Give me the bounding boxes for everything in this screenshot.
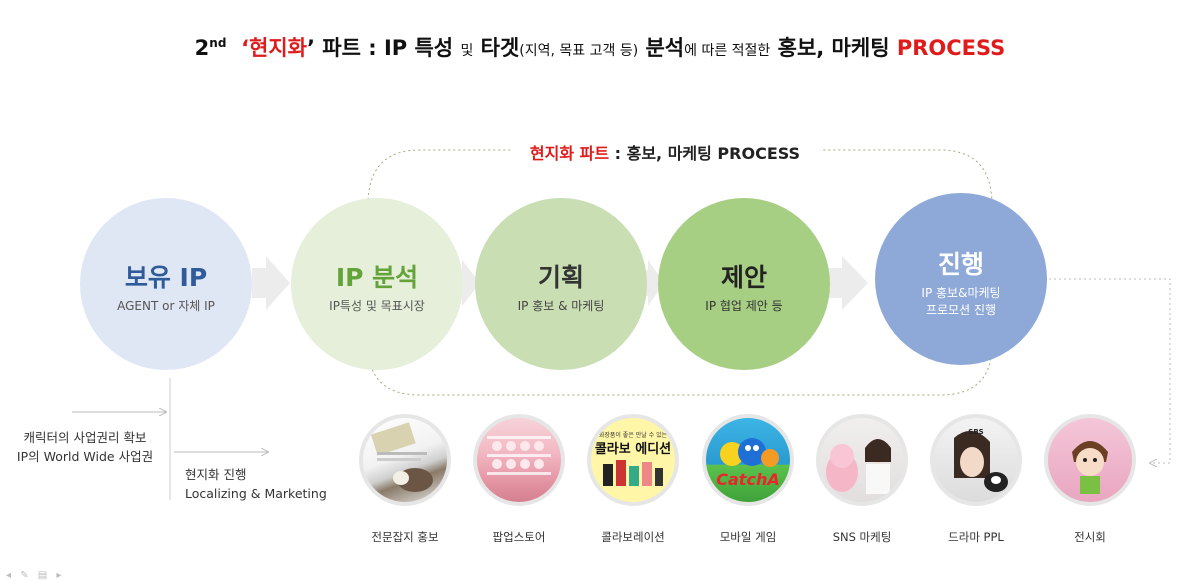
step-execution: 진행 IP 홍보&마케팅 프로모션 진행: [875, 193, 1047, 365]
photo-label: 드라마 PPL: [948, 530, 1004, 544]
step-title: 진행: [937, 250, 984, 279]
drama-ppl-photo: SBS: [930, 414, 1022, 506]
step-planning: 기획 IP 홍보 & 마케팅: [475, 198, 647, 370]
arrow-1: [252, 256, 290, 310]
collaboration-photo: 화장품이 좋은 만날 수 있는 콜라보 에디션: [587, 414, 679, 506]
title-highlight: 현지화: [249, 36, 308, 60]
photo-label: 전시회: [1074, 530, 1106, 544]
localizing-note: 현지화 진행 Localizing & Marketing: [185, 467, 327, 501]
step-owned-ip: 보유 IP AGENT or 자체 IP: [80, 198, 252, 370]
step-ip-analysis: IP 분석 IP특성 및 목표시장: [291, 198, 463, 370]
step-subtitle: AGENT or 자체 IP: [117, 299, 215, 313]
sns-marketing-photo: [816, 414, 908, 506]
photo-label: SNS 마케팅: [832, 530, 892, 544]
step-subtitle: IP 홍보 & 마케팅: [517, 299, 605, 313]
title-process: PROCESS: [896, 36, 1006, 60]
photo-label: 콜라보레이션: [601, 530, 665, 544]
arrow-4: [826, 256, 868, 310]
step-subtitle: IP특성 및 목표시장: [329, 299, 425, 313]
step-subtitle: IP 홍보&마케팅 프로모션 진행: [921, 286, 1001, 317]
right-connector: [1044, 278, 1171, 463]
popup-store-photo: [473, 414, 565, 506]
rights-note: 캐릭터의 사업권리 확보 IP의 World Wide 사업권: [16, 430, 154, 464]
slide-controls-icon[interactable]: ◂ ✎ ▤ ▸: [6, 570, 65, 581]
step-proposal: 제안 IP 협업 제안 등: [658, 198, 830, 370]
mobile-game-photo: CatchA: [702, 414, 794, 506]
localization-banner: 현지화 파트 : 홍보, 마케팅 PROCESS: [510, 140, 820, 164]
step-title: IP 분석: [335, 263, 419, 292]
photo-label: 전문잡지 홍보: [371, 530, 439, 544]
step-title: 기획: [537, 263, 584, 292]
step-title: 제안: [720, 263, 767, 292]
photo-label: 팝업스토어: [492, 530, 546, 544]
step-title: 보유 IP: [124, 263, 208, 292]
page-title: 2nd ‘현지화’ 파트 : IP 특성 및 타겟(지역, 목표 고객 등) 분…: [194, 36, 1006, 60]
exhibition-photo: [1044, 414, 1136, 506]
magazine-photo: [359, 414, 451, 506]
photo-label: 모바일 게임: [719, 530, 777, 544]
step-subtitle: IP 협업 제안 등: [705, 299, 783, 313]
